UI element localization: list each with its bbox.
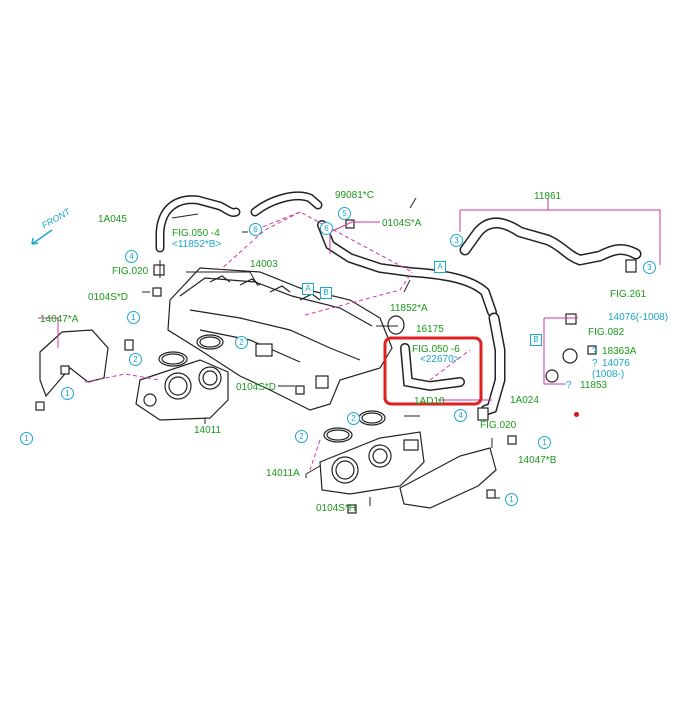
highlight-box [383, 336, 483, 406]
label-fig050-4: FIG.050 -4 [172, 228, 220, 239]
bolts [35, 219, 517, 514]
label-fig050-6: FIG.050 -6 [412, 344, 460, 355]
label-14047a: 14047*A [40, 314, 79, 325]
callout-2: 2 [235, 336, 248, 349]
throttle-body-14011a [319, 431, 425, 495]
label-22670: <22670> [420, 354, 460, 365]
label-18363a: 18363A [602, 346, 637, 357]
ref-box-b: B [530, 334, 542, 346]
label-11853: 11853 [580, 380, 608, 391]
label-0104sd-top: 0104S*D [88, 292, 129, 303]
label-1ad10: 1AD10 [414, 396, 445, 407]
label-16175: 16175 [416, 324, 444, 335]
intake-manifold-14003 [167, 267, 393, 411]
callout-1: 1 [20, 432, 33, 445]
label-q2: ? [592, 358, 598, 369]
label-14076-1008: 14076(-1008) [608, 312, 669, 323]
label-1a045: 1A045 [98, 214, 127, 225]
label-fig020-top: FIG.020 [112, 266, 149, 277]
ref-box-a: A [434, 261, 446, 273]
label-14011a: 14011A [266, 468, 300, 479]
label-14011: 14011 [194, 425, 222, 436]
front-arrow-icon [31, 229, 53, 245]
label-11852a: 11852*A [390, 303, 428, 314]
small-parts-right [477, 259, 637, 421]
red-marker-dot [574, 412, 579, 417]
bracket-14047a [39, 329, 109, 398]
callout-1: 1 [505, 493, 518, 506]
throttle-body-14011 [135, 359, 229, 421]
callout-2: 2 [129, 353, 142, 366]
label-0104sa: 0104S*A [382, 218, 422, 229]
dashed-leaders [84, 211, 471, 471]
leader-lines [38, 198, 661, 401]
callout-2: 2 [347, 412, 360, 425]
callout-6: 6 [320, 222, 333, 235]
label-fig020-bot: FIG.020 [480, 420, 517, 431]
label-1a024: 1A024 [510, 395, 539, 406]
callout-3: 3 [643, 261, 656, 274]
gaskets [158, 315, 405, 443]
callout-5: 5 [338, 207, 351, 220]
callout-1: 1 [127, 311, 140, 324]
label-fig082: FIG.082 [588, 327, 625, 338]
label-11861: 11861 [534, 191, 562, 202]
label-11852b: <11852*B> [172, 239, 222, 250]
label-0104sh: 0104S*H [316, 503, 357, 514]
callout-4: 4 [454, 409, 467, 422]
callout-6: 6 [249, 223, 262, 236]
callout-2: 2 [295, 430, 308, 443]
ref-box-a: A [302, 283, 314, 295]
label-q3: ? [566, 380, 572, 391]
label-14076: 14076 [602, 358, 630, 369]
callout-1: 1 [61, 387, 74, 400]
black-leaders [142, 197, 500, 506]
callout-3: 3 [450, 234, 463, 247]
label-1008-range: (1008-) [592, 369, 625, 380]
label-fig261: FIG.261 [610, 289, 647, 300]
label-q1: ? [592, 346, 598, 357]
label-14003: 14003 [250, 259, 278, 270]
ref-box-b: B [320, 287, 332, 299]
label-99081c: 99081*C [335, 190, 374, 201]
label-14047b: 14047*B [518, 455, 557, 466]
callout-1: 1 [538, 436, 551, 449]
label-0104sd-mid: 0104S*D [236, 382, 277, 393]
bracket-14047b [399, 447, 497, 509]
callout-4: 4 [125, 250, 138, 263]
